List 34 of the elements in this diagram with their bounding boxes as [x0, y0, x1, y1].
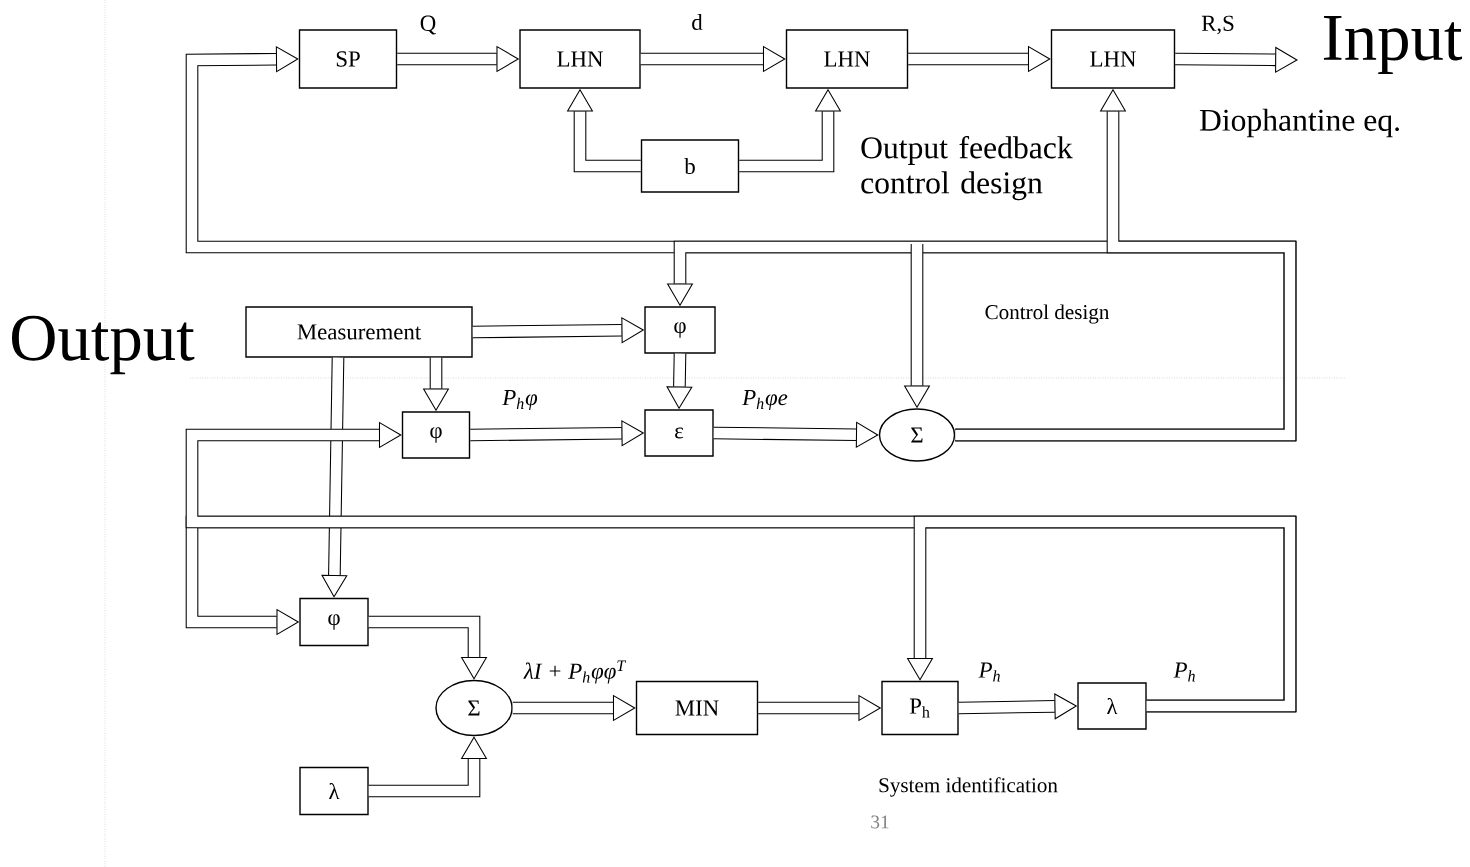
- title-text: Input: [1323, 16, 1463, 74]
- title-text: Output: [12, 315, 195, 375]
- process-box: LHN: [1050, 29, 1176, 89]
- arrow: [368, 615, 488, 680]
- edge-label: Q: [418, 13, 438, 37]
- process-box: λ: [299, 766, 369, 816]
- edge-label: λI + P$_{h}$φφ$^{T}$: [522, 658, 628, 686]
- edge-label: P$_{h}$: [1171, 660, 1199, 684]
- process-box: SP: [298, 29, 398, 89]
- process-box: Measurement: [245, 306, 473, 358]
- process-box: φ: [644, 306, 716, 354]
- process-box: φ: [401, 411, 471, 459]
- edge-label: P$_{h}$φe: [740, 388, 790, 412]
- summing-junction: Σ: [878, 408, 956, 462]
- edge-label: P$_{h}$φ: [500, 388, 540, 412]
- process-box: P$_{h}$: [881, 680, 959, 736]
- summing-junction: Σ: [435, 679, 513, 737]
- process-box: ε: [644, 409, 714, 457]
- annotation-text: Diophantine eq.: [1199, 108, 1399, 138]
- annotation-text: Output feedback control design: [861, 135, 1073, 201]
- edge-label: P$_{h}$: [976, 660, 1004, 684]
- edge-label: d: [689, 12, 705, 32]
- process-box: MIN: [635, 680, 759, 736]
- arrow: [713, 421, 879, 448]
- process-box: φ: [299, 597, 369, 647]
- process-box: LHN: [519, 29, 641, 89]
- page-number: 31: [871, 815, 889, 829]
- edge-label: R,S: [1199, 13, 1237, 37]
- section-label: System identification: [879, 777, 1058, 797]
- process-box: λ: [1077, 682, 1147, 730]
- process-box: LHN: [785, 29, 909, 89]
- arrow: [321, 357, 348, 598]
- section-label: Control design: [985, 304, 1110, 324]
- process-box: b: [640, 139, 740, 193]
